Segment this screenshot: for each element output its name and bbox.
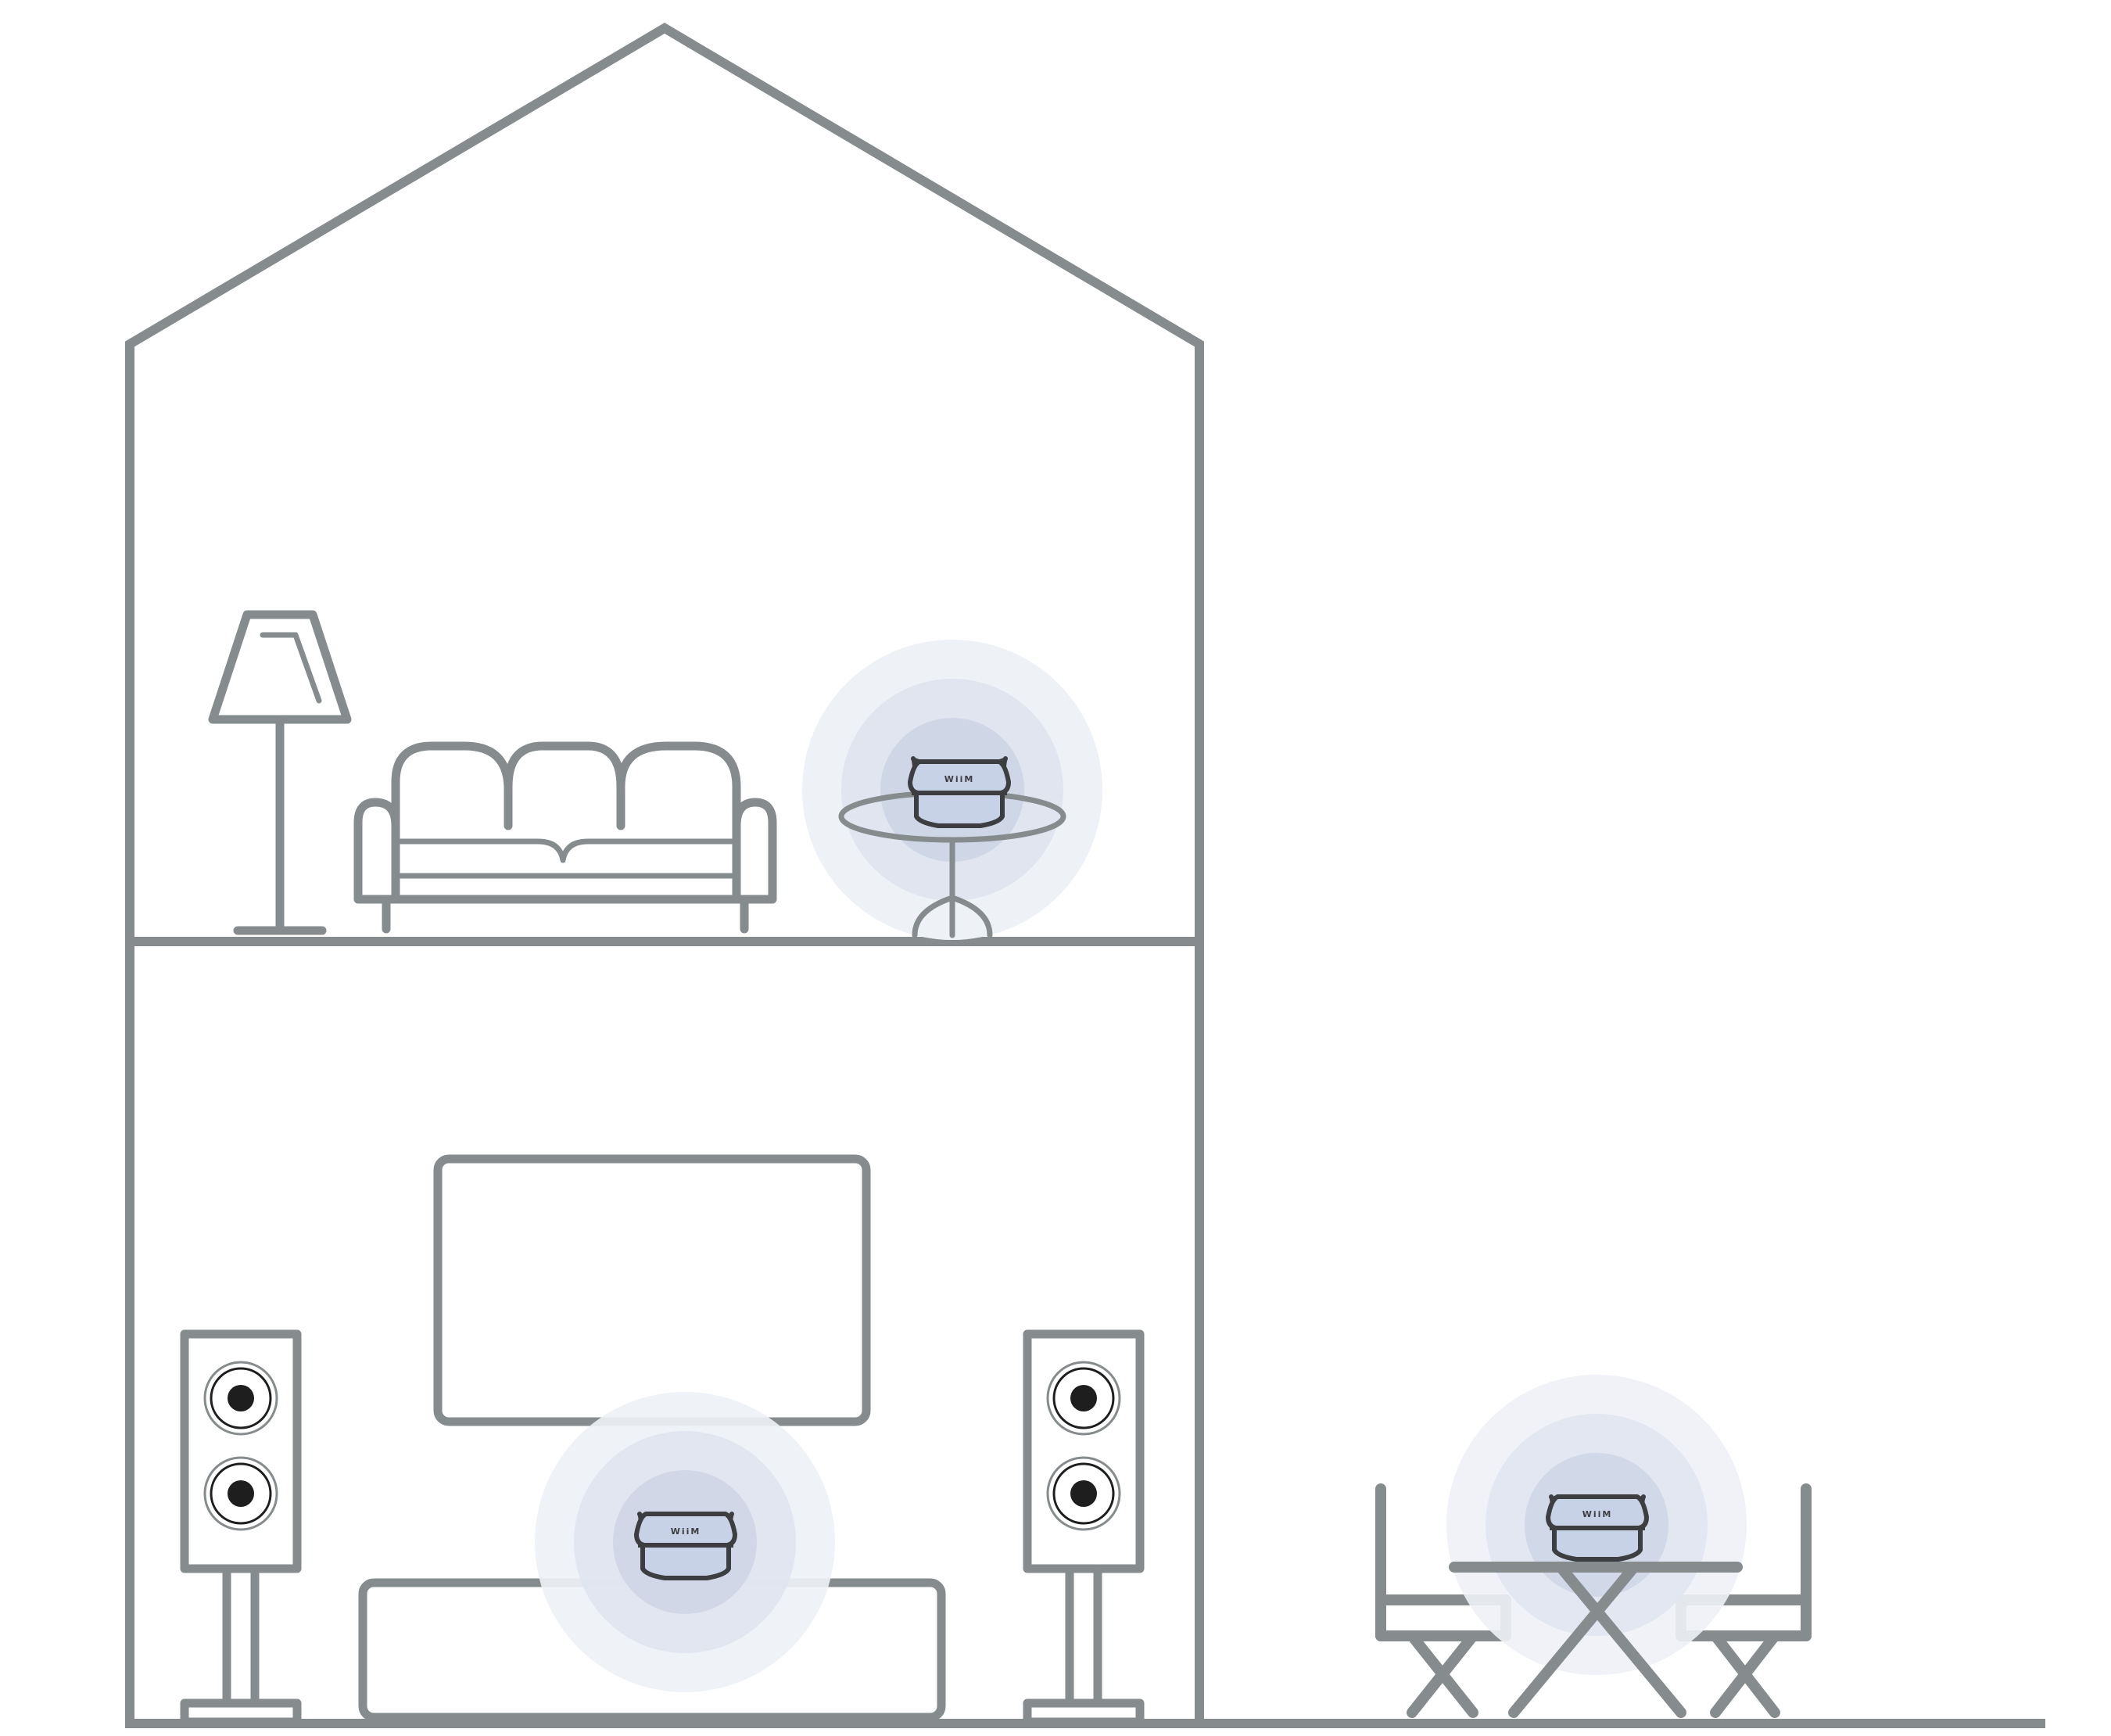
device-logo: WiiM bbox=[944, 774, 975, 784]
sofa-icon bbox=[353, 741, 777, 934]
streaming-device-icon: WiiM bbox=[634, 1512, 737, 1580]
floor-lamp-icon bbox=[208, 610, 352, 935]
device-logo: WiiM bbox=[1582, 1509, 1613, 1519]
streaming-device-icon: WiiM bbox=[1546, 1494, 1649, 1562]
tv-icon bbox=[433, 1154, 871, 1426]
floor-speaker-left-icon bbox=[180, 1329, 302, 1727]
patio-table-icon bbox=[1449, 1562, 1743, 1718]
device-logo: WiiM bbox=[671, 1526, 701, 1537]
streaming-device-icon: WiiM bbox=[908, 756, 1011, 828]
floor-speaker-right-icon bbox=[1023, 1329, 1145, 1727]
